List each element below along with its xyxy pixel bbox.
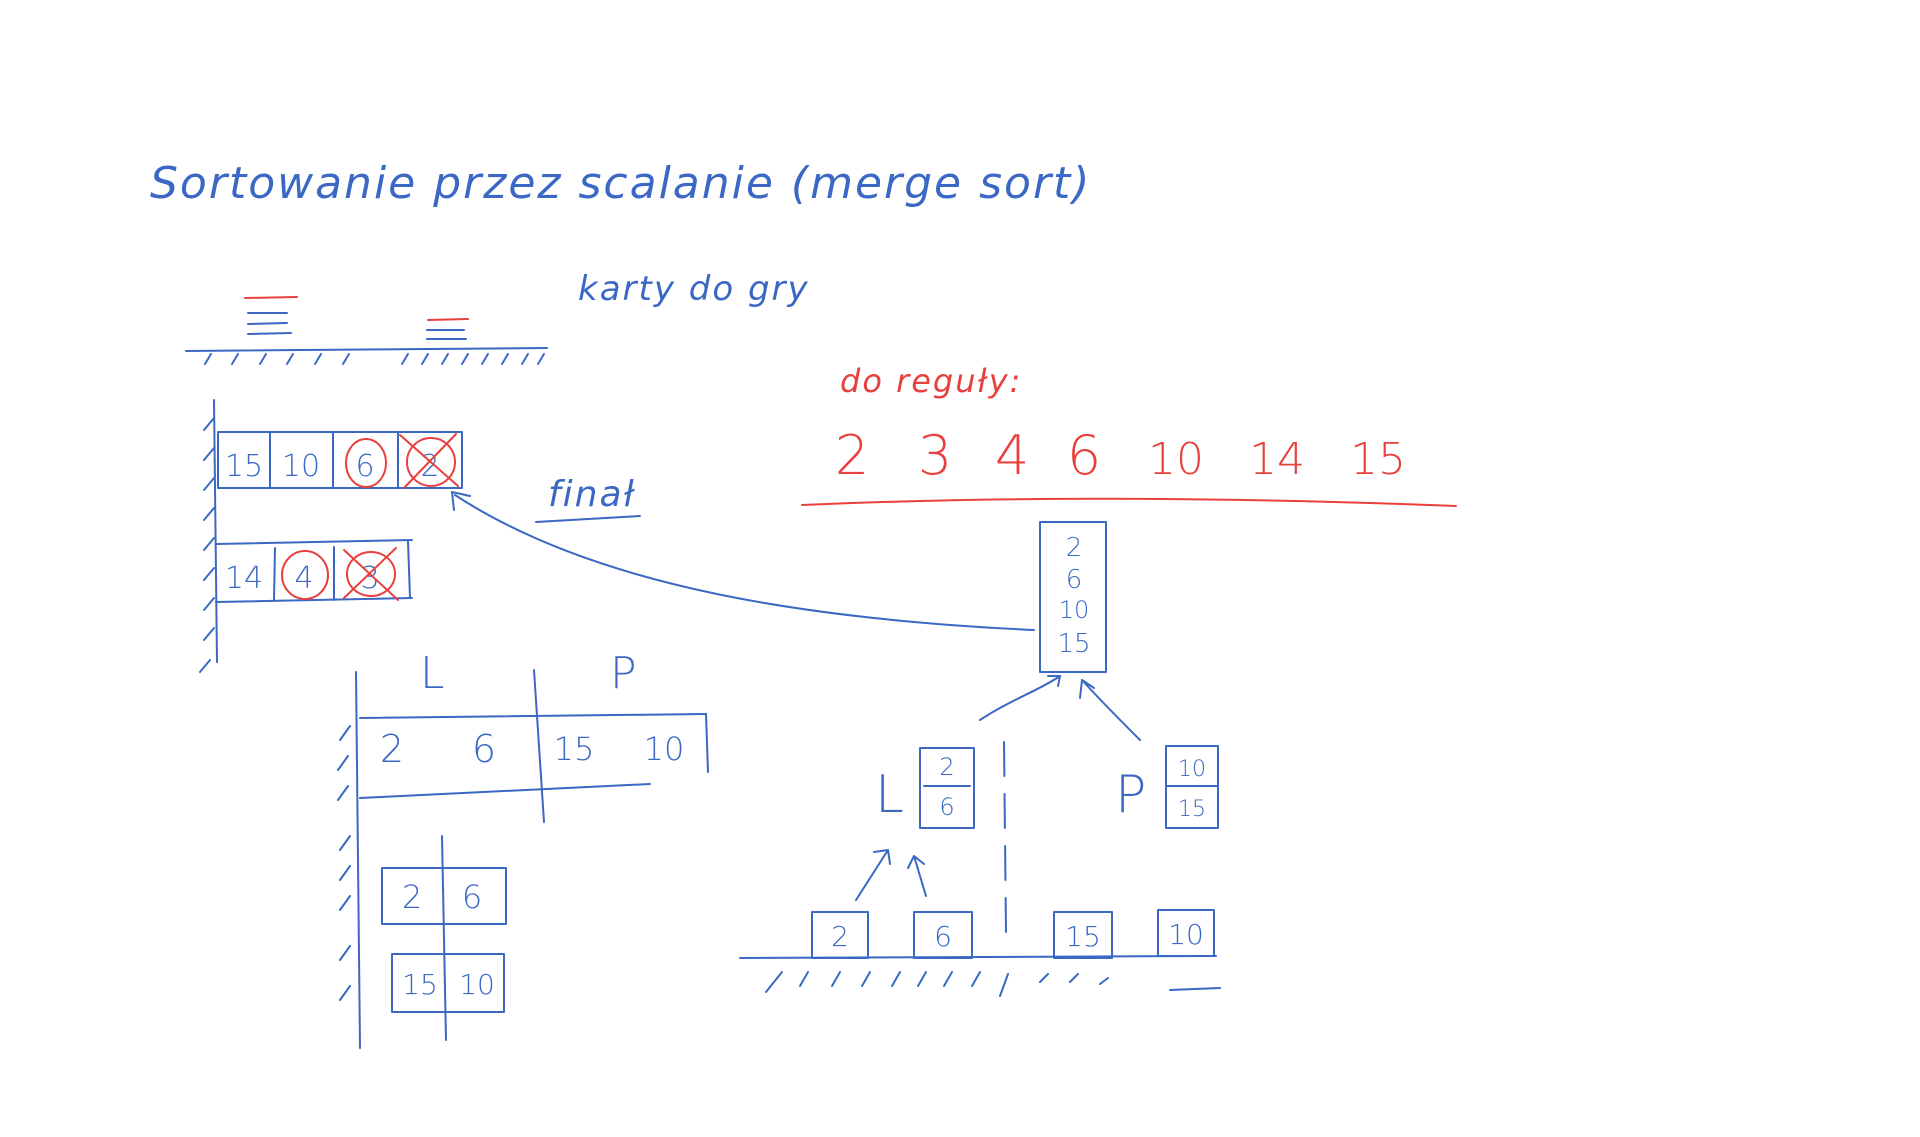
merged-column: 2 6 10 15 <box>1039 521 1107 673</box>
small-pair-value: 2 <box>402 878 422 916</box>
cross-mark <box>399 433 459 489</box>
sorted-label: do reguły: <box>840 362 1022 400</box>
merge-arrows <box>979 675 1141 741</box>
sorted-sequence: 2 3 4 6 10 14 15 <box>835 424 1406 487</box>
tree-right: P 10 15 <box>1115 745 1219 829</box>
hand-row-2-cell: 14 <box>225 561 263 596</box>
hand-row-1-cell: 15 <box>225 449 263 484</box>
cross-mark <box>343 547 399 601</box>
page-title: Sortowanie przez scalanie (merge sort) <box>150 158 1091 209</box>
split-header-right: P <box>610 648 637 699</box>
split-arrows <box>855 849 927 901</box>
bottom-cells: 2 6 15 10 <box>811 909 1215 959</box>
split-header-left: L <box>420 648 445 699</box>
tree-left: L 2 6 <box>875 747 975 829</box>
sorted-value: 2 <box>835 424 869 487</box>
tree-right-value: 10 <box>1178 757 1206 782</box>
small-pair-value: 15 <box>402 968 438 1001</box>
merged-value: 6 <box>1066 565 1083 595</box>
circle-mark <box>406 437 456 487</box>
hand-row-1: 15 10 6 2 <box>217 431 463 489</box>
final-label: finał <box>548 474 636 515</box>
merged-value: 15 <box>1057 629 1090 659</box>
sorted-value: 10 <box>1148 434 1204 485</box>
split-cell: 10 <box>644 730 685 768</box>
tree-right-label: P <box>1115 765 1146 825</box>
hand-row-2: 14 4 3 <box>215 539 413 603</box>
sorted-value: 15 <box>1350 434 1406 485</box>
merged-value: 10 <box>1059 596 1090 624</box>
cards-label: karty do gry <box>578 269 810 309</box>
sorted-value: 6 <box>1067 424 1101 487</box>
hand-row-1-cell: 6 <box>355 449 374 484</box>
circle-mark <box>345 438 387 488</box>
split-cell: 2 <box>380 727 404 771</box>
split-table: L P 2 6 15 10 <box>337 648 709 1049</box>
circle-mark <box>281 550 329 600</box>
hand-row-1-cell: 10 <box>282 449 320 484</box>
tree-divider <box>1003 741 1007 933</box>
tree-left-label: L <box>875 765 904 825</box>
merged-value: 2 <box>1066 533 1083 563</box>
small-pair-value: 6 <box>462 878 482 916</box>
tree-left-value: 6 <box>939 793 954 821</box>
sorted-value: 4 <box>995 424 1029 487</box>
bottom-cell: 10 <box>1168 918 1204 951</box>
card-stack-table <box>185 296 548 365</box>
tree-right-value: 15 <box>1178 797 1206 822</box>
small-pair-2: 15 10 <box>391 953 505 1013</box>
circle-mark <box>346 551 396 597</box>
tree-left-value: 2 <box>939 753 954 781</box>
small-pair-value: 10 <box>459 968 495 1001</box>
hand-wall <box>199 399 218 673</box>
hand-row-2-cell: 4 <box>294 561 313 596</box>
split-cell: 6 <box>472 727 496 771</box>
final-underline <box>535 515 641 523</box>
sorted-underline <box>801 497 1457 507</box>
bottom-desk <box>739 955 1221 997</box>
small-pair-1: 2 6 <box>381 835 507 1041</box>
sorted-value: 3 <box>918 424 952 487</box>
bottom-cell: 2 <box>831 920 849 953</box>
bottom-cell: 15 <box>1065 920 1101 953</box>
sorted-value: 14 <box>1249 434 1305 485</box>
split-cell: 15 <box>554 730 595 768</box>
bottom-cell: 6 <box>934 920 952 953</box>
final-arrow <box>451 491 1035 631</box>
